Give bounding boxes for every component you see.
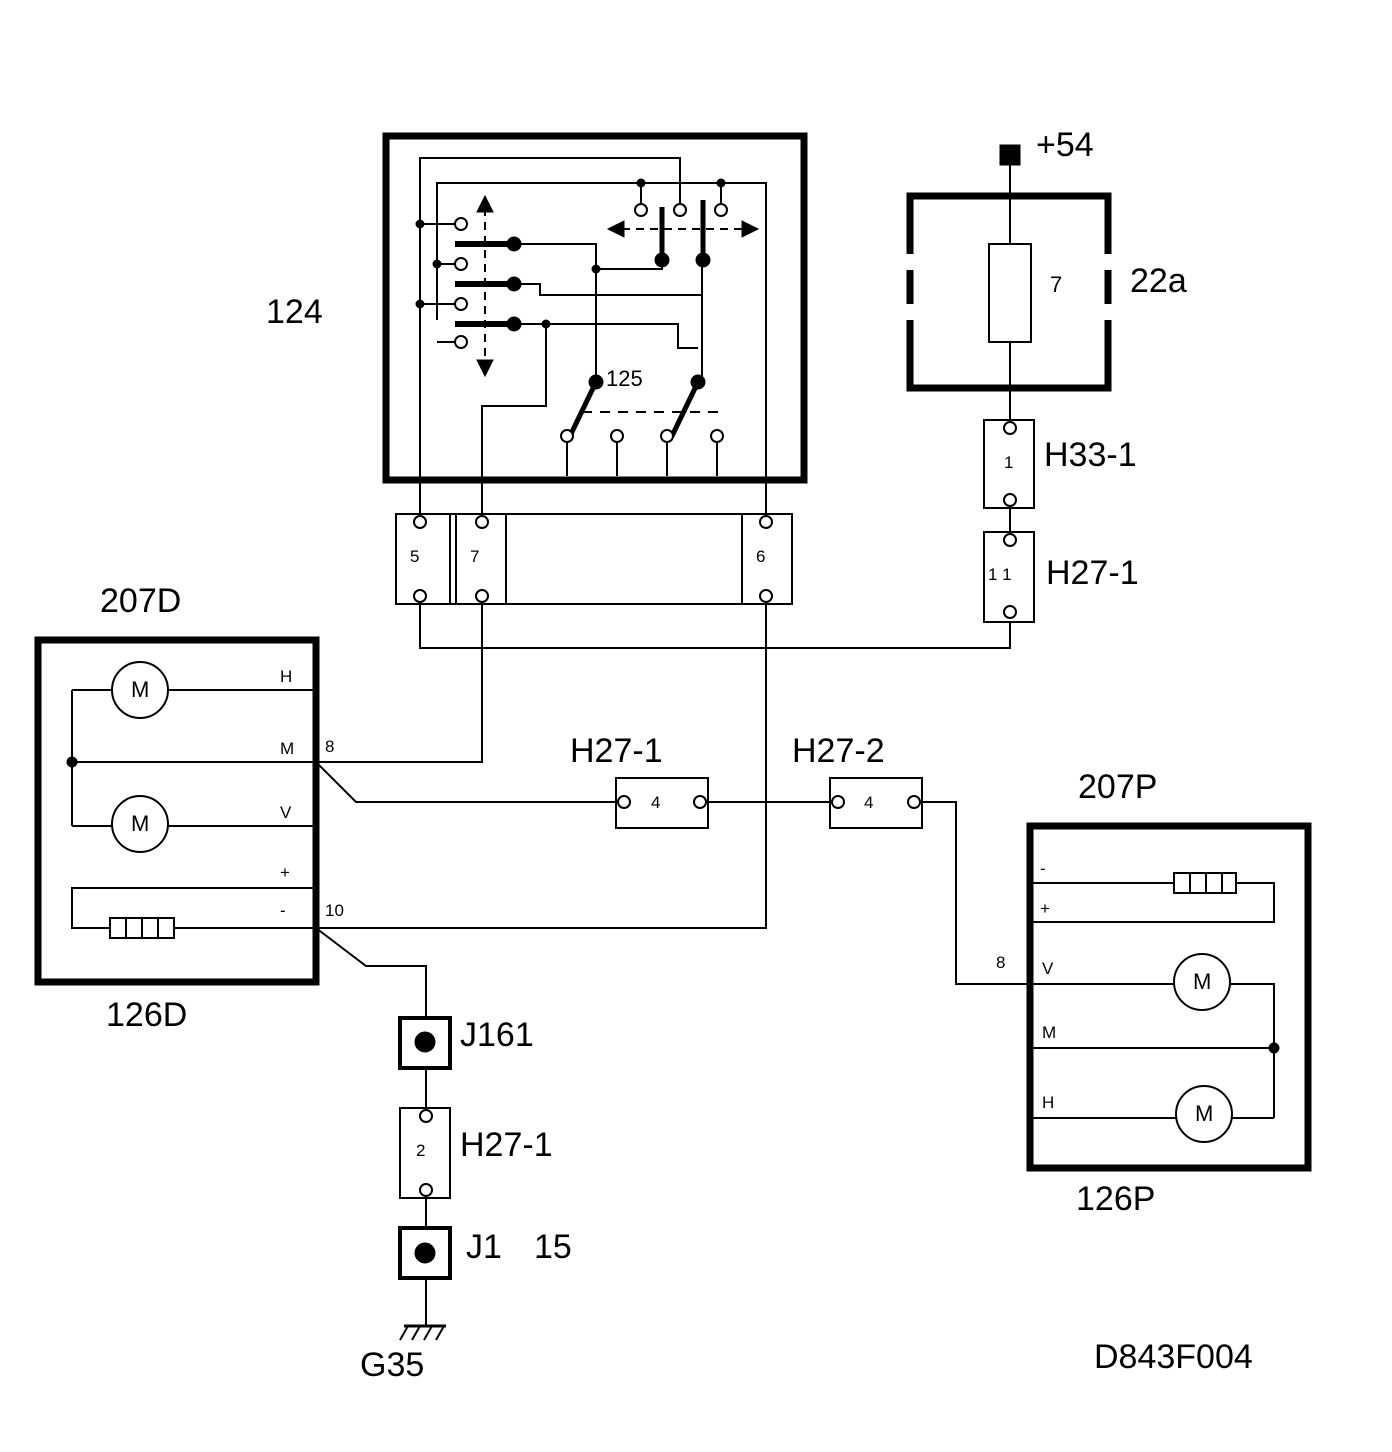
j1-number: 15 [534,1228,572,1266]
left-pin-v: V [280,803,292,822]
left-motor-1: M [131,677,149,702]
fuse-number: 7 [1050,272,1062,297]
switch-block-label: 124 [266,293,323,331]
left-pin-m: M [280,739,294,758]
right-unit-bottom-label: 126P [1076,1180,1155,1218]
right-pin-m: M [1042,1023,1056,1042]
h27-1-bot-pin: 2 [416,1141,425,1160]
supply-label: +54 [1036,126,1094,164]
connector-h27-1-bottom: 2 [399,1107,451,1199]
left-pin-minus: - [280,901,286,920]
right-pin-minus: - [1040,859,1046,878]
connector-strip: 5 7 6 [395,513,793,605]
strip-pin-6: 6 [756,547,765,566]
left-pin-h: H [280,667,292,686]
fuse-box-22a: 7 [906,144,1112,420]
right-unit-207p: M M - + V M H 8 [996,822,1312,1172]
connector-h27-1-mid: 4 [615,777,709,829]
left-unit-207d: M M H M V + - 8 10 [34,636,344,986]
connector-h27-2: 4 [829,777,923,829]
switch-block-124: 125 [382,132,808,515]
h27-1-mid-pin: 4 [651,793,660,812]
ground-symbol [399,1324,446,1341]
h27-1-top-label: H27-1 [1046,554,1139,592]
ground-label: G35 [360,1346,424,1384]
h33-1-pin: 1 [1004,453,1013,472]
right-motor-2: M [1195,1101,1213,1126]
h27-1-bot-label: H27-1 [460,1126,553,1164]
left-wire-10: 10 [325,901,344,920]
fuse-box-label: 22a [1130,262,1187,300]
left-motor-2: M [131,811,149,836]
h27-1-mid-label: H27-1 [570,732,663,770]
right-unit-top-label: 207P [1078,768,1157,806]
junction-j1 [398,1226,452,1280]
right-motor-1: M [1193,969,1211,994]
left-pin-plus: + [280,863,290,882]
h27-2-label: H27-2 [792,732,885,770]
drawing-code: D843F004 [1094,1338,1253,1376]
switch-125-label: 125 [606,366,643,391]
strip-pin-5: 5 [410,547,419,566]
right-wire-8: 8 [996,953,1005,972]
right-pin-h: H [1042,1093,1054,1112]
left-unit-top-label: 207D [100,582,181,620]
right-pin-v: V [1042,959,1054,978]
connector-h33-1: 1 [983,419,1035,509]
j1-label: J1 [466,1228,502,1266]
h27-1-top-pin: 1 1 [988,565,1012,584]
left-unit-bottom-label: 126D [106,996,187,1034]
right-pin-plus: + [1040,899,1050,918]
junction-j161 [398,1016,452,1070]
h33-1-label: H33-1 [1044,436,1137,474]
h27-2-pin: 4 [864,793,873,812]
left-wire-8: 8 [325,737,334,756]
j161-label: J161 [460,1016,534,1054]
connector-h27-1-top: 1 1 [983,531,1035,623]
strip-pin-7: 7 [470,547,479,566]
